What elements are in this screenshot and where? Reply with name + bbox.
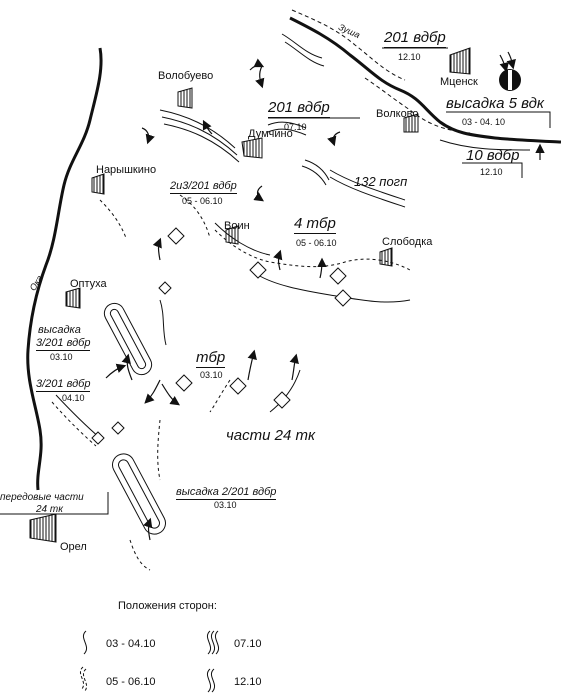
oka-river <box>26 47 103 491</box>
landing-zones <box>103 302 166 535</box>
unit-landing3-l2: 3/201 вдбр <box>36 337 91 351</box>
town-slobodka <box>379 247 393 267</box>
unit-2i3-date: 05 - 06.10 <box>182 196 223 206</box>
unit-tbr: тбр <box>196 349 226 368</box>
legend-item-2: 07.10 <box>234 638 262 650</box>
front-lines <box>51 33 411 571</box>
unit-landing3-l1: высадка <box>38 324 81 336</box>
town-volobuevo <box>177 87 193 109</box>
town-naryshkino <box>91 173 105 195</box>
legend-item-3: 05 - 06.10 <box>106 676 156 688</box>
legend-item-1: 03 - 04.10 <box>106 638 156 650</box>
unit-tbr-date: 03.10 <box>200 370 223 380</box>
place-slobodka: Слободка <box>382 236 433 248</box>
town-mtsensk <box>449 47 471 75</box>
place-volobuevo: Волобуево <box>158 70 214 82</box>
town-orel <box>29 513 57 543</box>
place-naryshkino: Нарышкино <box>96 164 157 176</box>
place-mtsensk: Мценск <box>440 76 478 88</box>
legend-glyphs <box>79 630 220 693</box>
unit-132-pogp: 132 погп <box>354 174 408 189</box>
place-optukha: Оптуха <box>70 278 107 290</box>
unit-2i3: 2и3/201 вдбр <box>170 180 237 194</box>
unit-landing2-date: 03.10 <box>214 500 237 510</box>
unit-3-201-date: 04.10 <box>62 393 85 403</box>
place-volkovo: Волково <box>376 108 419 120</box>
unit-landing5-date: 03 - 04. 10 <box>462 117 506 127</box>
zusha-river <box>289 16 561 144</box>
unit-10: 10 вдбр <box>466 147 520 164</box>
unit-landing3-date: 03.10 <box>50 352 73 362</box>
movement-arrows <box>105 51 545 541</box>
place-dumchino: Думчино <box>248 128 293 140</box>
town-dumchino <box>241 137 263 159</box>
unit-201-top-date: 12.10 <box>398 52 421 62</box>
unit-tbr4: 4 тбр <box>294 215 336 234</box>
place-orel: Орел <box>60 541 87 553</box>
unit-201-mid-date: 07.10 <box>284 122 307 132</box>
place-voin: Воин <box>224 220 250 232</box>
unit-landing5: высадка 5 вдк <box>446 95 544 112</box>
legend-item-4: 12.10 <box>234 676 262 688</box>
unit-201-mid: 201 вдбр <box>268 99 330 118</box>
legend-title: Положения сторон: <box>118 600 217 612</box>
unit-tbr4-date: 05 - 06.10 <box>296 238 337 248</box>
towns <box>29 47 471 543</box>
unit-3-201: 3/201 вдбр <box>36 378 91 392</box>
unit-forward-l1: передовые части <box>0 492 84 503</box>
town-voin <box>225 225 239 245</box>
unit-201-top: 201 вдбр <box>384 29 446 48</box>
unit-forward-l2: 24 тк <box>36 504 63 515</box>
town-optukha <box>65 287 81 309</box>
unit-markers <box>91 227 352 445</box>
airborne-symbol <box>499 69 521 91</box>
town-volkovo <box>403 113 419 133</box>
unit-10-date: 12.10 <box>480 167 503 177</box>
unit-24tk: части 24 тк <box>226 427 316 444</box>
unit-landing2: высадка 2/201 вдбр <box>176 486 277 500</box>
